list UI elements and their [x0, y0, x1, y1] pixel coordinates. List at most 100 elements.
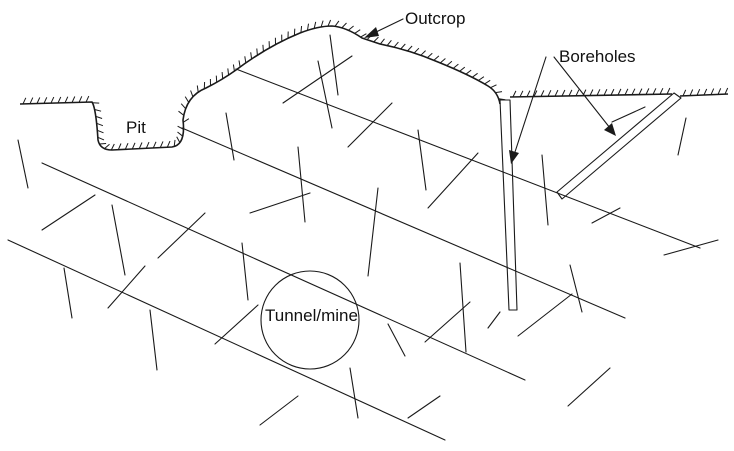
surface-hatch-tick — [596, 89, 601, 96]
joint-line — [111, 204, 126, 276]
surface-hatch-tick — [85, 95, 90, 103]
surface-hatch-tick — [519, 90, 524, 98]
boreholes-arrowhead-inclined — [604, 123, 616, 136]
surface-hatch-tick — [177, 131, 184, 137]
surface-hatch-tick — [94, 109, 102, 112]
joint-line — [297, 146, 306, 223]
surface-hatch-tick — [97, 129, 104, 134]
surface-hatch-tick — [724, 87, 729, 95]
surface-hatch-tick — [512, 90, 517, 98]
surface-hatch-tick — [526, 90, 531, 97]
surface-hatch-tick — [465, 69, 472, 75]
surface-hatch-tick — [184, 96, 190, 103]
surface-hatch-tick — [96, 122, 104, 127]
joint-line — [569, 264, 583, 313]
surface-hatch-tick — [327, 19, 332, 27]
joint-line — [677, 117, 687, 156]
surface-hatch-tick — [341, 22, 347, 29]
joint-line — [282, 55, 353, 104]
joint-line — [259, 395, 299, 426]
surface-hatch-tick — [439, 58, 446, 64]
surface-hatch-tick — [182, 118, 190, 123]
surface-hatch-tick — [178, 110, 185, 116]
joint-line — [611, 106, 646, 123]
boreholes-label: Boreholes — [559, 47, 636, 66]
surface-hatch-tick — [575, 89, 580, 97]
outcrop-arrowhead — [364, 27, 379, 38]
surface-hatch-tick — [36, 97, 41, 104]
joint-line — [214, 304, 259, 345]
surface-hatch-tick — [433, 55, 440, 61]
bedding-line — [235, 68, 701, 249]
ground-surface — [19, 19, 729, 151]
surface-hatch-tick — [190, 90, 194, 97]
joint-line — [107, 265, 146, 309]
joint-line — [149, 309, 158, 371]
surface-hatch-tick — [320, 20, 324, 28]
tunnel-mine-label: Tunnel/mine — [265, 306, 358, 325]
surface-hatch-tick — [300, 25, 303, 33]
surface-hatch-tick — [561, 89, 566, 97]
joint-line — [663, 239, 719, 256]
surface-hatch-tick — [589, 89, 594, 96]
surface-hatch-tick — [484, 79, 491, 85]
surface-hatch-tick — [400, 43, 406, 50]
joint-line — [427, 152, 479, 209]
surface-hatch-tick — [610, 88, 615, 96]
joint-line — [459, 262, 467, 353]
surface-hatch-tick — [131, 142, 136, 150]
surface-hatch-tick — [540, 90, 545, 97]
surface-hatch-tick — [166, 140, 171, 148]
joint-line — [329, 34, 339, 96]
joint-line — [567, 367, 611, 407]
joint-line — [225, 112, 235, 161]
joint-line — [241, 242, 249, 301]
surface-hatch-tick — [250, 52, 253, 60]
surface-hatch-tick — [57, 96, 62, 104]
joint-line — [63, 267, 73, 319]
surface-hatch-tick — [238, 60, 241, 68]
surface-hatch-tick — [124, 142, 129, 150]
surface-hatch-tick — [180, 103, 187, 110]
joint-line — [487, 311, 501, 329]
joint-line — [157, 212, 206, 259]
surface-hatch-tick — [29, 97, 34, 104]
surface-hatch-tick — [95, 115, 103, 119]
joint-line — [541, 154, 549, 226]
surface-hatch-tick — [22, 97, 27, 105]
surface-hatch-tick — [703, 88, 708, 96]
inclined-borehole — [556, 92, 682, 200]
joint-line — [17, 139, 29, 189]
surface-hatch-tick — [334, 20, 340, 27]
surface-hatch-tick — [407, 45, 413, 52]
joint-line — [249, 192, 311, 214]
joint-line — [417, 129, 427, 191]
surface-hatch-tick — [478, 76, 485, 81]
surface-hatch-tick — [43, 97, 48, 104]
surface-hatch-tick — [152, 141, 157, 149]
surface-hatch-tick — [110, 143, 115, 151]
surface-hatch-tick — [104, 143, 110, 149]
surface-hatch-tick — [420, 50, 426, 56]
joint-line — [387, 323, 406, 357]
surface-hatch-tick — [547, 89, 552, 97]
vertical-borehole — [499, 99, 518, 311]
surface-hatch-tick — [682, 89, 687, 97]
surface-hatch-tick — [379, 38, 385, 45]
joint-line — [41, 194, 96, 231]
surface-hatch-tick — [645, 88, 650, 95]
surface-hatch-tick — [159, 141, 164, 148]
surface-hatch-tick — [659, 87, 664, 95]
surface-hatch-tick — [262, 44, 264, 52]
surface-hatch-tick — [71, 96, 76, 103]
surface-hatch-tick — [533, 90, 538, 97]
surface-hatch-tick — [360, 33, 367, 38]
surface-hatch-tick — [413, 47, 420, 54]
surface-hatch-tick — [244, 56, 247, 63]
surface-hatch-tick — [64, 96, 69, 104]
bedding-line — [41, 162, 526, 381]
surface-hatch-tick — [176, 136, 181, 143]
joint-line — [367, 187, 379, 277]
bedding-planes — [7, 68, 701, 441]
